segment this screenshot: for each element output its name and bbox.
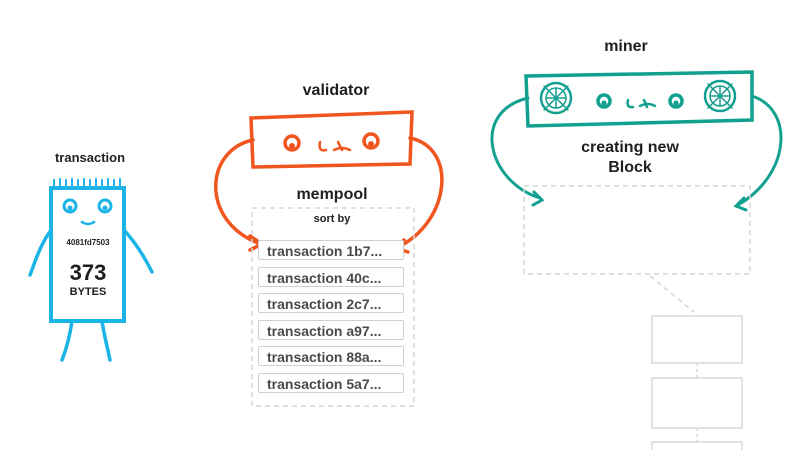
validator-left-arm — [214, 138, 260, 245]
mempool-label: mempool — [296, 186, 368, 203]
miner-body — [524, 70, 754, 128]
miner-left-fan — [539, 81, 573, 115]
miner-status-line: Block — [608, 159, 652, 176]
transaction-mouth — [80, 220, 96, 226]
mempool-item: transaction 1b7... — [258, 240, 404, 260]
new-block-area — [523, 185, 751, 275]
mempool-item: transaction 88a... — [258, 346, 404, 366]
miner-label: miner — [604, 38, 648, 55]
mempool-item: transaction 2c7... — [258, 293, 404, 313]
miner-right-fan — [703, 79, 737, 113]
mempool-container — [251, 207, 415, 407]
miner-mouth — [626, 98, 657, 109]
mempool-item: transaction 5a7... — [258, 372, 404, 393]
mempool-item: transaction a97... — [258, 319, 404, 340]
new-block-connector — [649, 275, 695, 313]
validator-body — [249, 110, 414, 169]
miner-right-arm — [736, 94, 783, 207]
transaction-size: 373 — [69, 260, 107, 285]
miner-status-line: creating new — [581, 139, 679, 156]
transaction-size-unit: BYTES — [69, 286, 107, 298]
miner-character — [490, 70, 783, 212]
validator-label: validator — [302, 82, 370, 99]
transaction-left-arm — [28, 228, 53, 277]
mempool-item: transaction 40c... — [258, 266, 404, 287]
chain-block — [651, 377, 743, 429]
validator-right-arm — [396, 136, 444, 249]
transaction-left-leg — [60, 319, 74, 362]
transaction-left-eye — [62, 198, 78, 214]
validator-mouth — [318, 140, 352, 152]
blockchain — [651, 315, 743, 450]
chain-block — [651, 315, 743, 364]
transaction-hash: 4081fd7503 — [66, 238, 110, 247]
validator-character — [214, 110, 444, 254]
chain-block — [651, 441, 743, 450]
transaction-fringe — [53, 178, 121, 188]
miner-left-arm — [490, 96, 542, 200]
transaction-right-eye — [97, 198, 113, 214]
mempool-list: transaction 1b7... transaction 40c... tr… — [258, 240, 406, 399]
transaction-right-arm — [122, 228, 154, 274]
transaction-right-leg — [100, 319, 112, 362]
transaction-body — [49, 186, 126, 323]
sort-by-label: sort by — [313, 213, 351, 225]
transaction-label: transaction — [54, 150, 126, 165]
transaction-character — [28, 178, 154, 362]
